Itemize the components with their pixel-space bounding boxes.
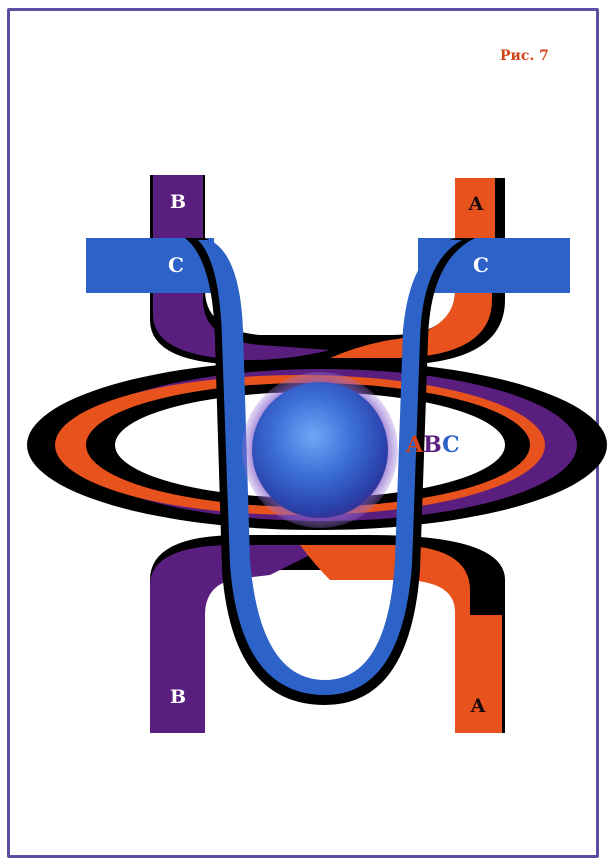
label-a-bottom: A (470, 695, 486, 717)
label-abc-b: B (423, 432, 442, 458)
sphere (252, 382, 388, 518)
label-c-left: C (168, 253, 184, 277)
label-a-top: A (468, 193, 484, 215)
label-c-right: C (473, 253, 489, 277)
band-b-bottom-end (150, 615, 205, 733)
label-b-bottom: B (170, 686, 186, 708)
label-abc-c: C (442, 432, 460, 458)
label-abc-a: A (405, 432, 424, 458)
label-b-top: B (170, 191, 186, 213)
central-sphere (242, 372, 398, 528)
band-a-top-shadow (495, 178, 505, 238)
label-abc: ABC (405, 432, 460, 458)
